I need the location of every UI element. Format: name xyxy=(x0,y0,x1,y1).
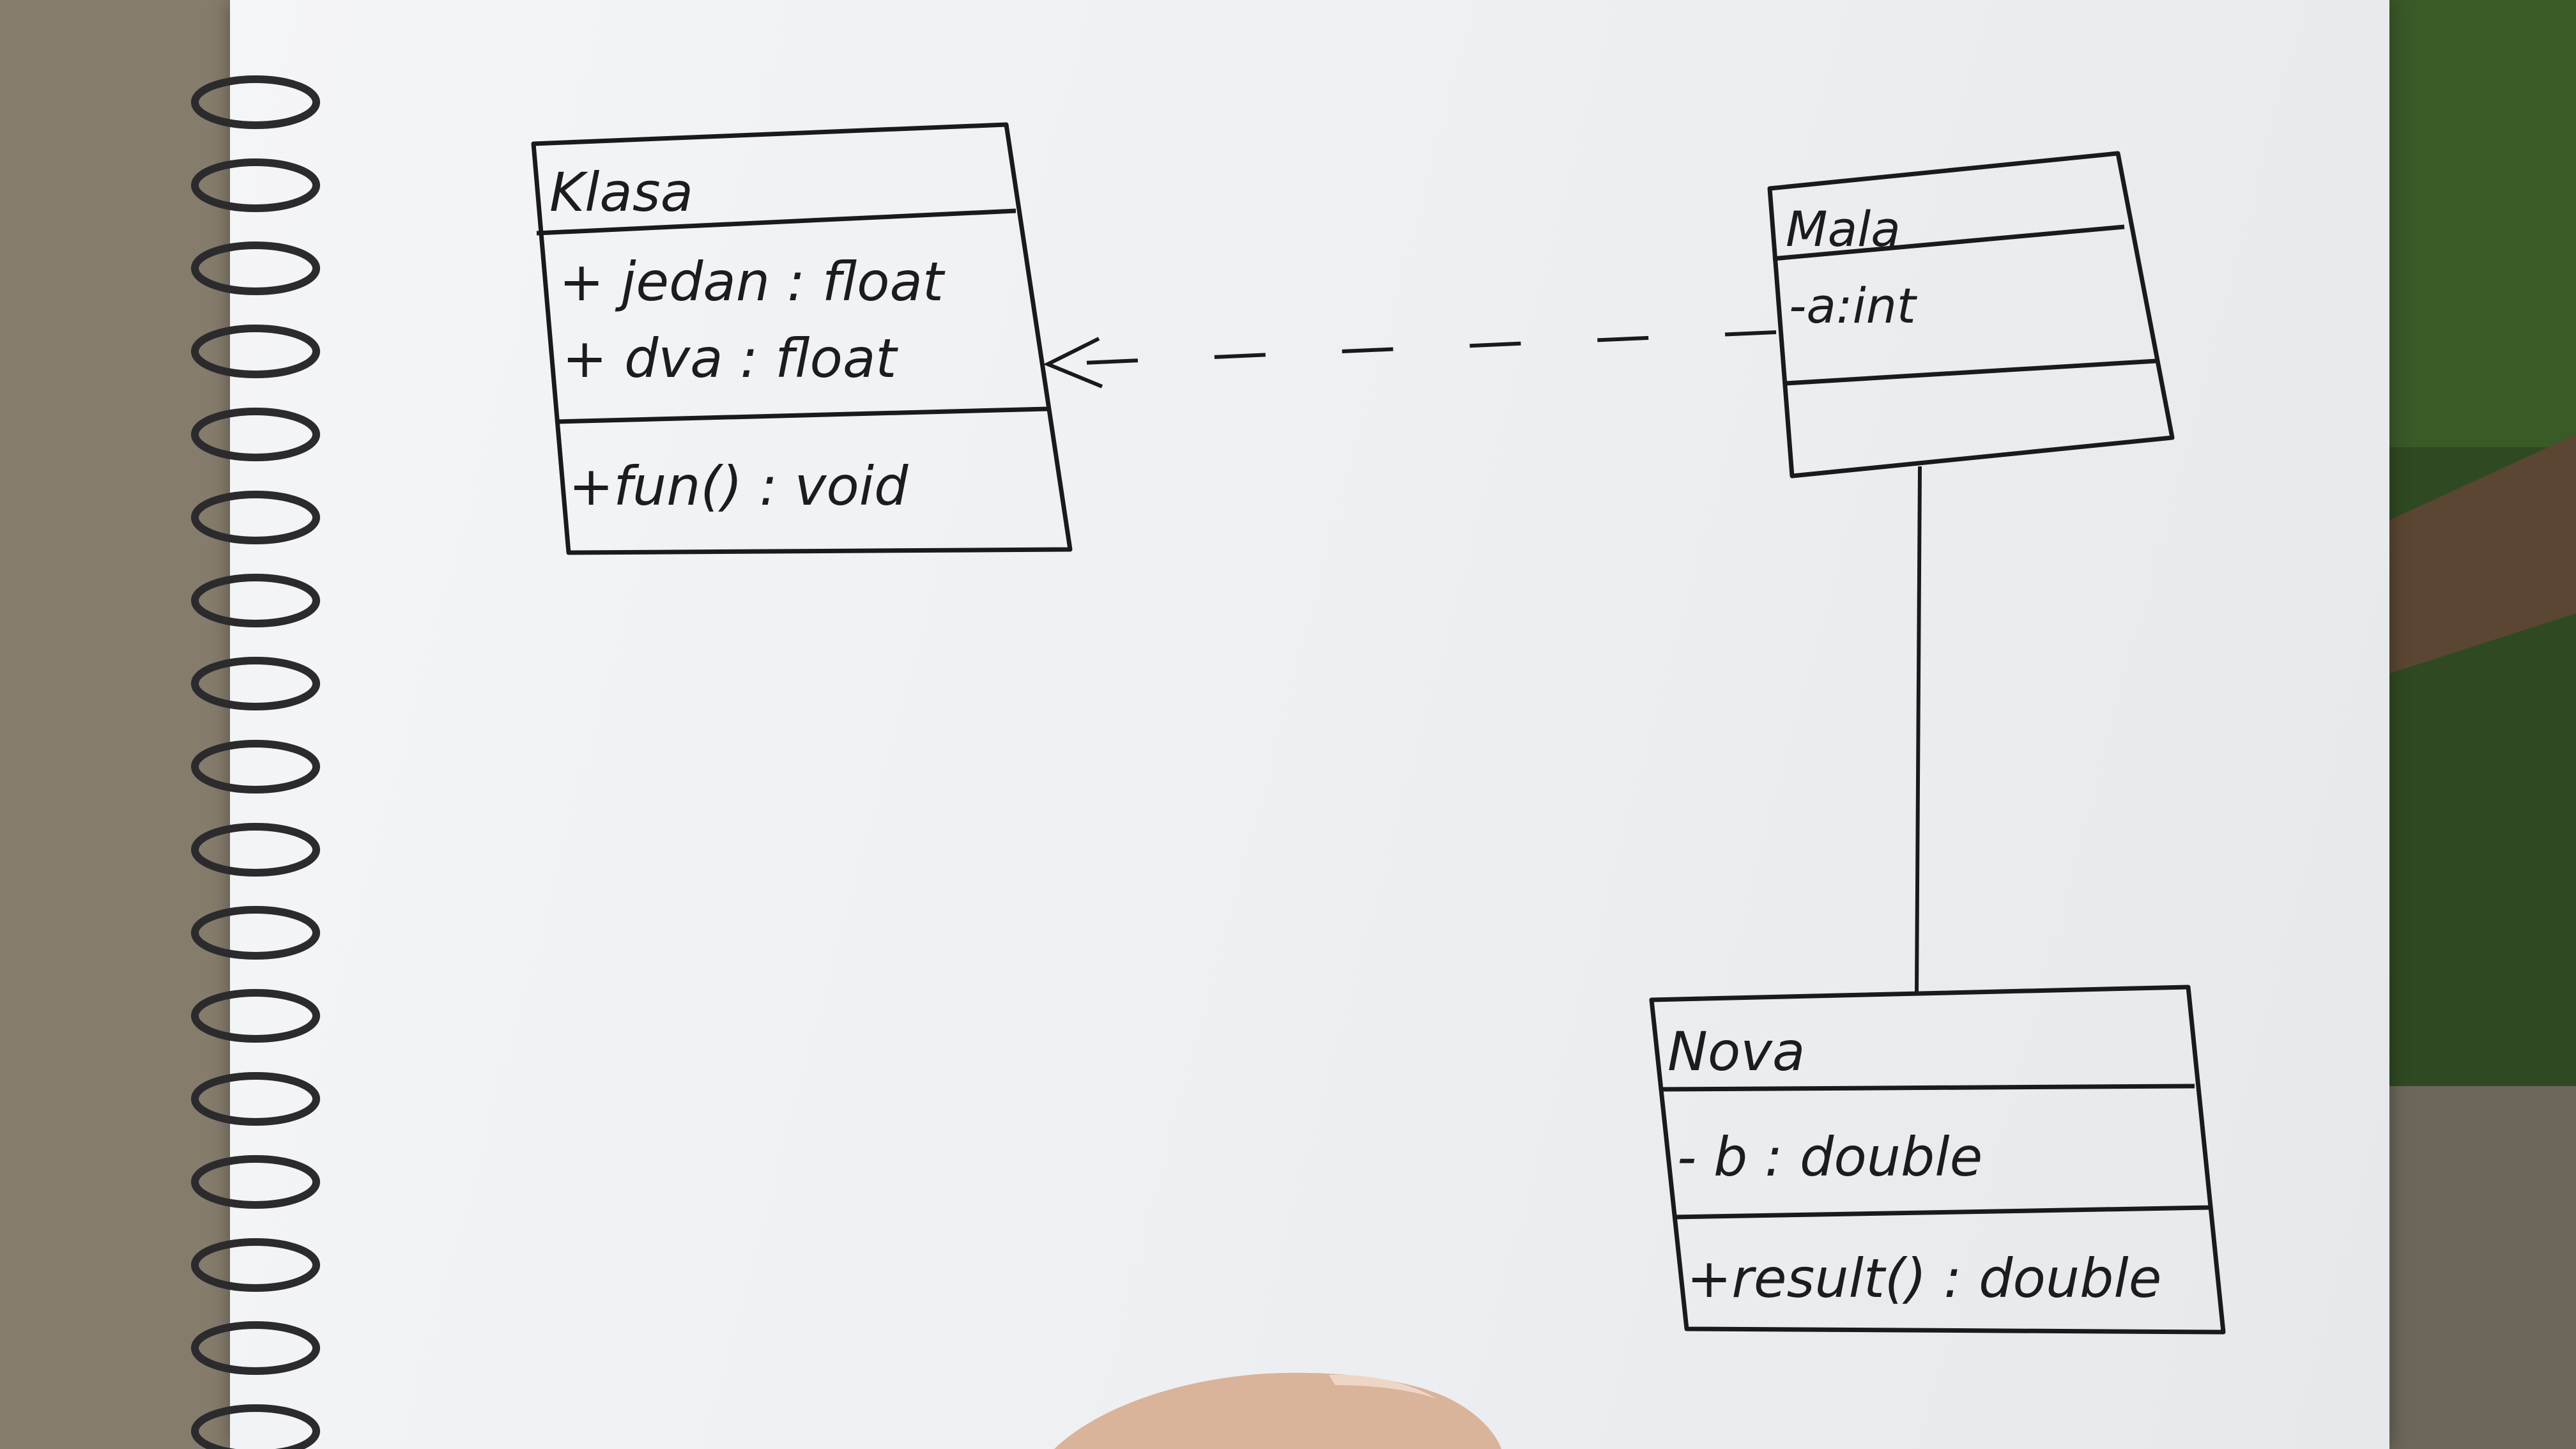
class-nova: Nova - b : double +result() : double xyxy=(1649,985,2226,1335)
class-mala-divider-attrs xyxy=(1785,358,2157,386)
class-nova-divider-name xyxy=(1660,1084,2195,1092)
class-klasa-name: Klasa xyxy=(549,161,693,224)
class-klasa-method: +fun() : void xyxy=(569,455,908,518)
class-klasa-divider-name xyxy=(536,208,1016,236)
class-nova-name: Nova xyxy=(1667,1020,1805,1083)
dependency-line xyxy=(1054,330,1777,366)
class-mala-divider-name xyxy=(1772,224,2125,261)
class-mala-outline xyxy=(1767,151,2175,479)
class-mala-attribute: -a:int xyxy=(1789,277,1918,334)
class-klasa-attribute: + jedan : float xyxy=(559,250,946,313)
class-klasa: Klasa + jedan : float + dva : float +fun… xyxy=(531,122,1073,555)
class-mala-name: Mala xyxy=(1786,201,1901,257)
class-nova-attribute: - b : double xyxy=(1677,1126,1982,1188)
dependency-arrowhead xyxy=(1043,337,1103,388)
relation-association-mala-nova xyxy=(1915,466,1922,994)
class-klasa-attribute: + dva : float xyxy=(562,327,898,390)
class-nova-method: +result() : double xyxy=(1687,1247,2161,1310)
spiral-binding xyxy=(191,75,320,1449)
class-klasa-outline xyxy=(531,122,1073,555)
relation-dependency-mala-klasa xyxy=(1043,330,1777,388)
class-mala: Mala -a:int xyxy=(1767,151,2175,479)
class-nova-divider-attrs xyxy=(1673,1205,2211,1220)
class-klasa-divider-attrs xyxy=(556,406,1048,424)
holding-thumb xyxy=(1054,1372,1501,1449)
notebook-page xyxy=(230,0,2389,1449)
